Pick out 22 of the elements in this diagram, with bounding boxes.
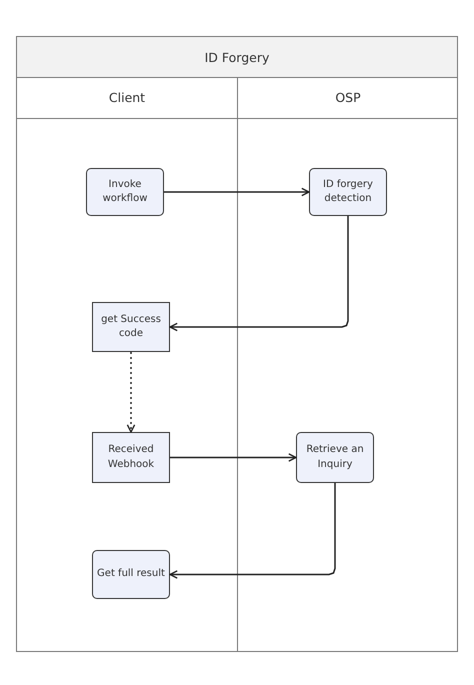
step-label: Retrieve an Inquiry: [305, 443, 365, 472]
pool-title: ID Forgery: [204, 50, 270, 64]
lane-title: Client: [108, 90, 146, 105]
arrow: [164, 188, 310, 196]
arrow: [169, 216, 349, 332]
process-box: [309, 168, 387, 216]
process-box: [92, 550, 170, 599]
arrow: [170, 453, 297, 462]
arrow: [169, 483, 336, 579]
step-label: ID forgery detection: [322, 178, 374, 206]
process-box: [296, 432, 374, 483]
step-label: Invoke workflow: [102, 178, 148, 206]
dotted-arrow: [126, 352, 136, 433]
pool-frame: [16, 36, 458, 652]
swimlane: [17, 77, 238, 652]
lane-title: OSP: [335, 90, 361, 105]
process-box: [92, 432, 170, 483]
step-label: get Success code: [100, 312, 162, 341]
process-box: [86, 168, 164, 216]
step-label: Received Webhook: [106, 443, 156, 472]
process-box: [92, 302, 170, 352]
step-label: Get full result: [97, 567, 165, 582]
